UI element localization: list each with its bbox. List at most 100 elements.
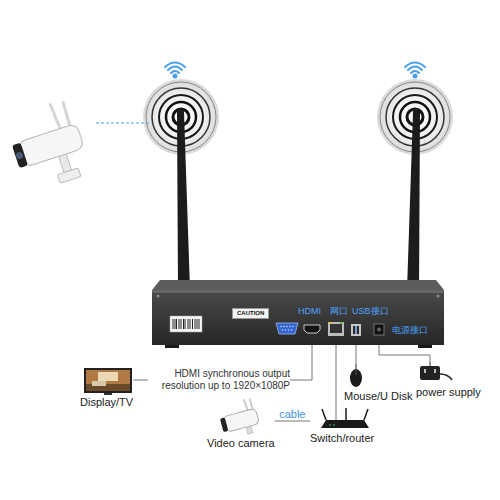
camera-icon [250, 399, 253, 409]
wireless-camera [4, 99, 93, 194]
vga-port [276, 323, 298, 334]
device-caption: Switch/router [310, 432, 374, 445]
cable-line [336, 345, 337, 406]
power-adapter-icon [420, 362, 452, 380]
wireless-camera [50, 104, 60, 129]
camera-icon [244, 400, 248, 411]
power-port [374, 324, 384, 335]
wifi-icon [411, 71, 419, 73]
antenna [177, 112, 190, 290]
router-icon [321, 420, 369, 428]
router-device: Switch/router [310, 406, 374, 445]
nvr-back-panel: CAUTION HDMI 网口 USB接口电源接口 [152, 290, 444, 345]
mouse-icon [356, 364, 357, 369]
caution-sticker: CAUTION [232, 308, 269, 319]
mouse-icon [356, 370, 357, 375]
device-caption: Mouse/U Disk [344, 390, 412, 403]
vga-port [280, 326, 294, 331]
vga-port [286, 326, 288, 328]
vga-port [276, 323, 298, 334]
router-icon [333, 424, 335, 426]
nvr-housing [152, 280, 444, 290]
usb-port [351, 324, 361, 336]
power-adapter-icon [424, 369, 426, 373]
nvr-housing [165, 345, 179, 348]
power-adapter-icon [440, 374, 452, 380]
tv-icon [92, 381, 106, 386]
port-label: USB接口 [352, 306, 389, 316]
vga-port [291, 329, 293, 331]
wireless-camera [62, 102, 70, 125]
antenna [177, 109, 184, 116]
wifi-icon [165, 63, 185, 68]
port-label: 网口 [330, 306, 348, 316]
vga-port [288, 329, 290, 331]
camera-device: Video camera [207, 405, 275, 450]
router-icon [329, 424, 331, 426]
wireless-camera [15, 151, 24, 160]
vga-port [282, 329, 284, 331]
wireless-camera [12, 143, 28, 169]
wireless-camera [17, 123, 84, 167]
power-port [374, 324, 384, 335]
wifi-icon [414, 75, 417, 78]
nvr-housing [152, 290, 444, 345]
router-icon [321, 406, 369, 428]
wireless-link [96, 123, 150, 124]
antenna [413, 109, 420, 116]
wifi-icon [405, 63, 425, 68]
camera-icon [220, 417, 228, 432]
mouse-device: Mouse/U Disk [344, 364, 412, 403]
antenna [405, 109, 421, 295]
lan-port [328, 322, 344, 336]
port-label: HDMI [298, 306, 321, 316]
vga-port [280, 326, 282, 328]
router-icon [345, 408, 347, 420]
power-device: power supply [416, 362, 481, 399]
nvr-housing [418, 345, 432, 348]
nvr-housing [156, 294, 159, 297]
nvr-housing [152, 280, 444, 348]
usb-port [353, 326, 359, 334]
vga-port [292, 326, 294, 328]
power-adapter-icon [430, 362, 431, 366]
barcode-sticker [170, 316, 202, 332]
edge-label: HDMI synchronous output resolution up to… [148, 368, 290, 392]
wireless-camera [57, 168, 81, 183]
device-caption: power supply [416, 386, 481, 399]
power-adapter-icon [420, 366, 440, 380]
antenna [407, 112, 420, 290]
wifi-icon [408, 67, 422, 71]
mouse-icon [350, 369, 362, 387]
hdmi-port [304, 325, 320, 333]
vga-port [283, 326, 285, 328]
nvr-housing [436, 294, 439, 297]
lan-port [340, 322, 343, 324]
lan-port [329, 322, 332, 324]
usb-port [355, 326, 357, 334]
power-port [377, 328, 381, 332]
tv-icon [86, 370, 130, 391]
wifi-icon [171, 71, 179, 73]
cable-line [275, 421, 310, 422]
antenna [176, 109, 192, 295]
tv-icon [84, 368, 132, 393]
wifi-icon [174, 75, 177, 78]
cable-line [356, 345, 357, 364]
edge-label: cable [278, 408, 306, 420]
device-caption: Display/TV [80, 396, 133, 409]
tv-icon [98, 372, 118, 381]
usb-port [351, 324, 361, 336]
vga-port [285, 329, 287, 331]
port-label: 电源接口 [392, 325, 428, 335]
display-device: Display/TV [80, 366, 133, 409]
mouse-icon [350, 364, 362, 387]
vga-port [289, 326, 291, 328]
wifi-icon [405, 63, 425, 78]
lan-port [328, 322, 344, 336]
nvr-housing [152, 290, 444, 293]
cable-line [379, 345, 430, 362]
